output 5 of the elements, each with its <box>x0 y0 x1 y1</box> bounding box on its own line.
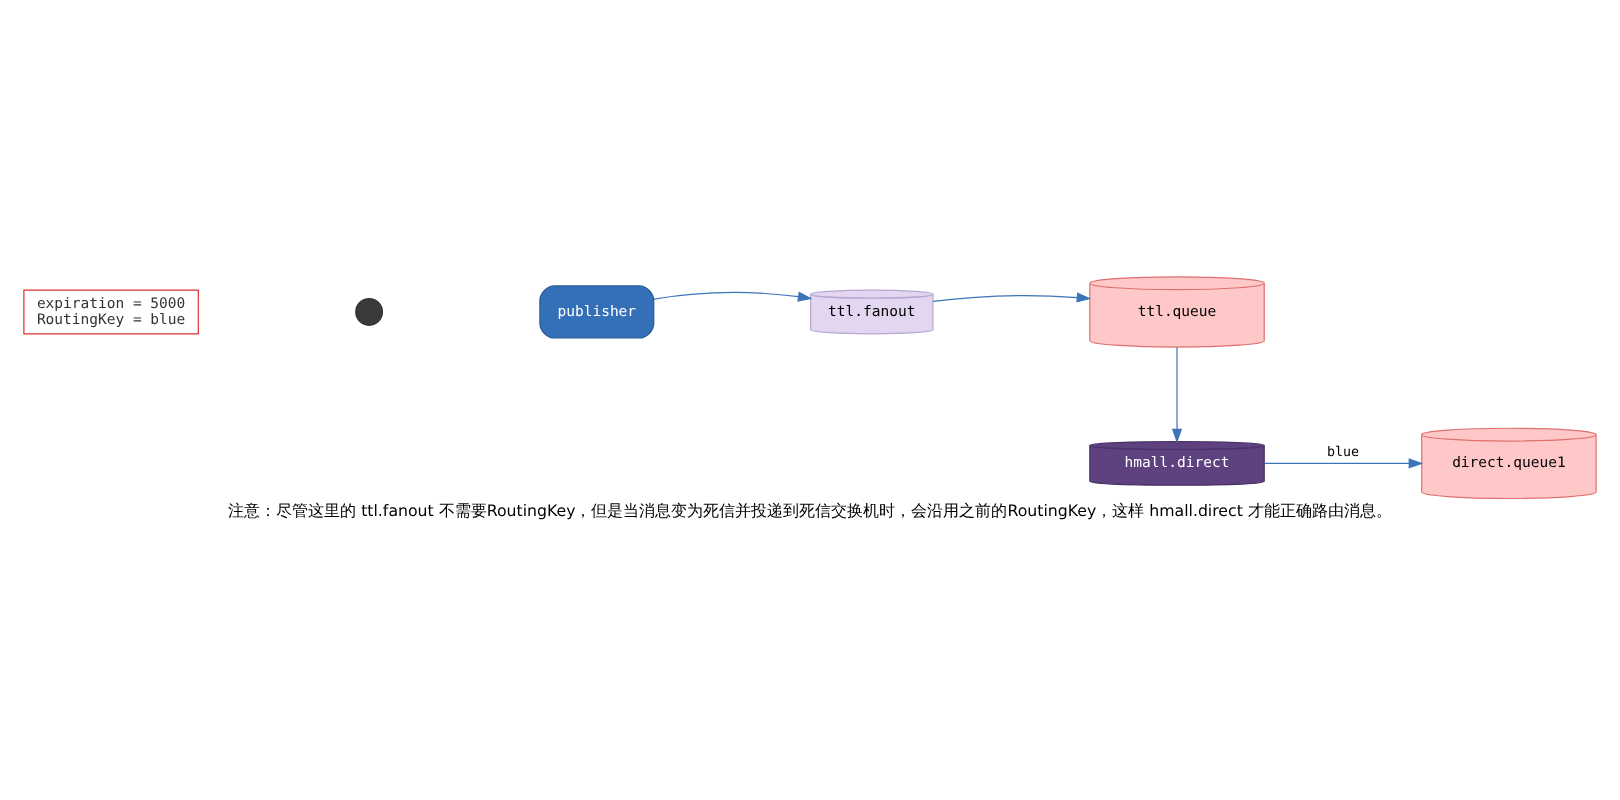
arrow <box>932 291 1092 302</box>
arrow <box>1264 457 1424 468</box>
arrow <box>653 290 813 301</box>
arrow <box>1171 345 1183 443</box>
node-circle <box>355 297 384 325</box>
